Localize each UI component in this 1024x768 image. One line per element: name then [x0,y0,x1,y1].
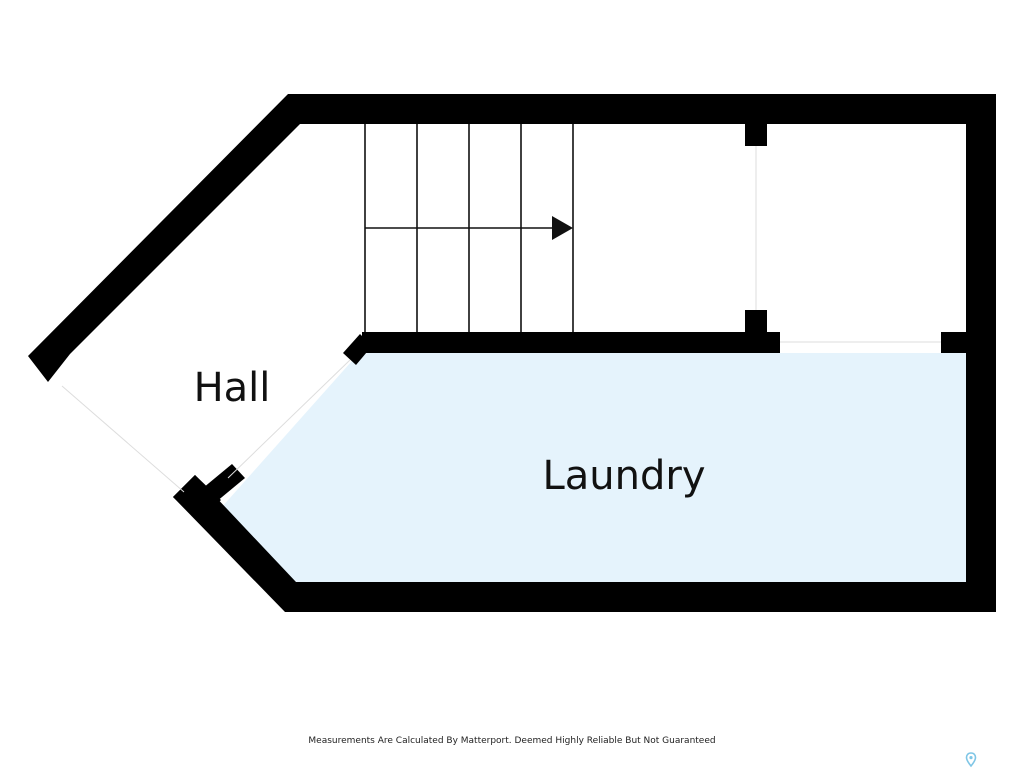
laundry-room-area [221,353,968,582]
map-pin-icon [965,752,977,768]
measurement-disclaimer: Measurements Are Calculated By Matterpor… [308,736,716,746]
hall-entry-opening [61,385,185,493]
closet-divider-bottom [745,310,767,334]
laundry-label: Laundry [542,453,705,499]
stair-arrow-icon [552,216,573,240]
interior-wall-horizontal [362,332,780,353]
laundry-entry-opening [227,359,351,479]
closet-divider-top [745,124,767,146]
laundry-door-jamb-lower [203,464,245,502]
hall-wall-stub-lower [173,475,221,521]
stairs [364,124,574,332]
interior-wall-right-stub [941,332,966,353]
hall-label: Hall [194,365,271,411]
